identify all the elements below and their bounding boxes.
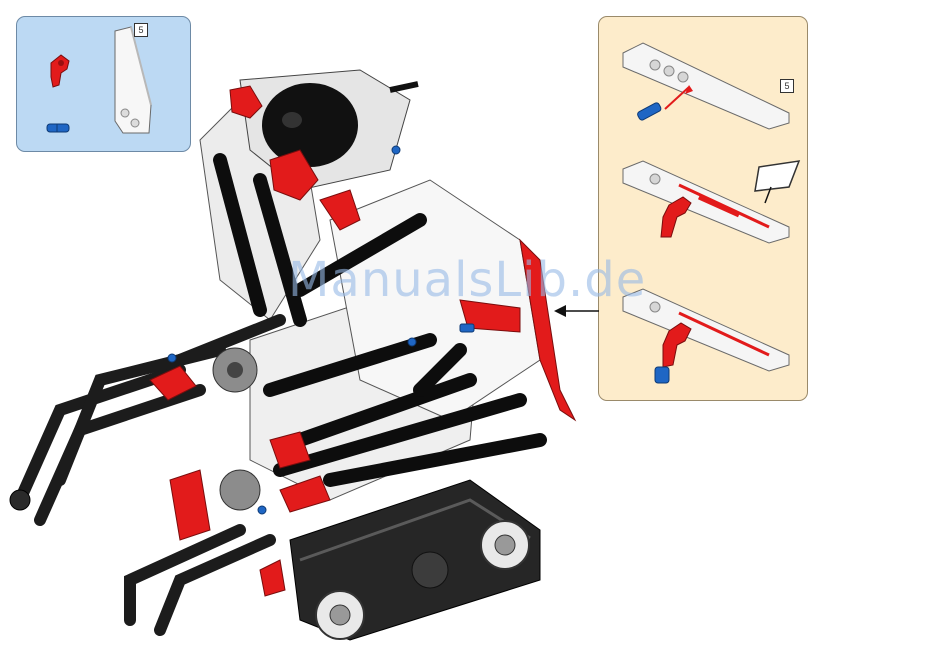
beam-with-sticker-icon: [619, 157, 804, 267]
watermark: ManualsLib.de: [288, 252, 646, 308]
subassembly-callout: 5: [598, 16, 808, 401]
beam-with-blue-pin-icon: [619, 39, 794, 149]
step-size-label: 5: [780, 79, 794, 93]
part-size-label: 5: [134, 23, 148, 37]
robot-model-illustration: [0, 60, 600, 660]
tread-assembly: [290, 480, 540, 640]
